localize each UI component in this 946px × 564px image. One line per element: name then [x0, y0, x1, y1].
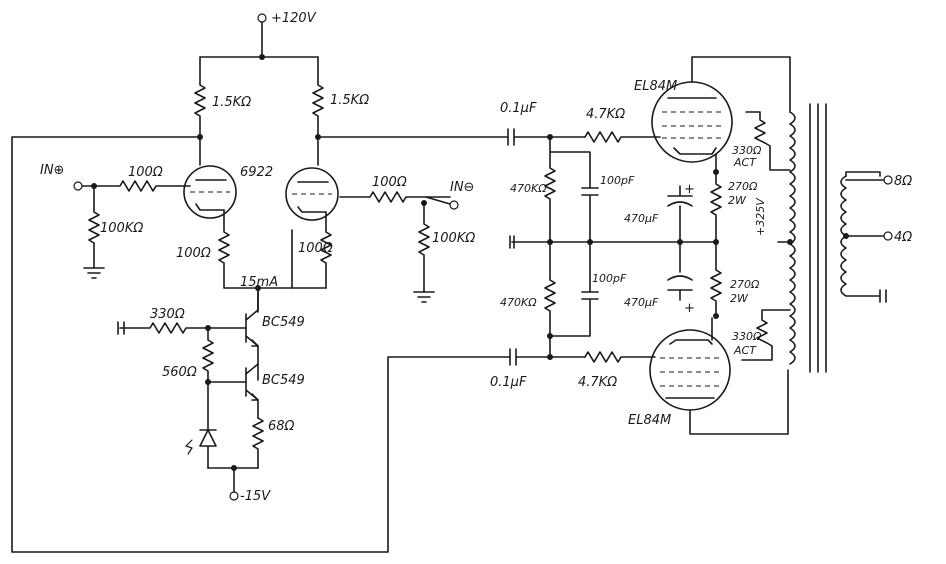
- cathode-res-bottom-label: 270Ω: [730, 278, 760, 291]
- tube-el84-top: [651, 56, 791, 175]
- cathode-res-top-watt: 2W: [728, 194, 747, 207]
- tube-el84-top-label: EL84M: [634, 79, 677, 94]
- plate-resistor-right-label: 1.5KΩ: [330, 93, 369, 108]
- b-plus-label: +325V: [754, 197, 767, 236]
- grid-stopper-left-label: 100Ω: [128, 165, 163, 180]
- output-tap-4-label: 4Ω: [894, 230, 912, 245]
- grid-stopper-top: 4.7KΩ: [584, 107, 661, 143]
- output-tap-4: 4Ω: [883, 230, 912, 245]
- tube-6922-label: 6922: [240, 165, 273, 180]
- grid-leak-bottom: 470KΩ: [500, 241, 556, 357]
- plate-resistor-left: 1.5KΩ: [194, 56, 251, 166]
- grid-leak-bottom-label: 470KΩ: [500, 296, 537, 309]
- q1-emitter-arrow: [251, 339, 259, 347]
- grid-stopper-right-label: 100Ω: [372, 175, 407, 190]
- coupling-cap-bottom-label: 0.1μF: [490, 375, 527, 390]
- cathode-res-top: 270Ω 2W: [710, 171, 758, 243]
- cap-100pf-top-label: 100pF: [600, 174, 635, 187]
- cathode-cap-bottom-label: 470μF: [624, 296, 659, 309]
- cathode-resistor-right: 100Ω: [291, 211, 333, 289]
- feedback-loop-wire: [11, 134, 511, 553]
- cap-100pf-bottom: 100pF: [549, 241, 627, 337]
- cathode-resistor-left: 100Ω: [176, 209, 293, 289]
- current-source: 330Ω BC549 560Ω BC549 68Ω -15V: [117, 287, 305, 504]
- q2-emitter-arrow: [251, 393, 259, 401]
- cathode-cap-top: + 470μF: [624, 182, 695, 243]
- tube-6922-right: [285, 167, 339, 221]
- coupling-cap-top: 0.1μF: [500, 101, 586, 146]
- cap-100pf-top: 100pF: [581, 174, 635, 243]
- supply-positive: +120V: [199, 11, 319, 60]
- cathode-res-top-label: 270Ω: [728, 180, 758, 193]
- input-plus: IN⊕ 100Ω 100KΩ: [40, 163, 191, 279]
- q2-label: BC549: [262, 373, 305, 388]
- supply-negative-label: -15V: [240, 489, 271, 504]
- supply-positive-label: +120V: [271, 11, 317, 26]
- emitter-resistor-label: 68Ω: [268, 419, 295, 434]
- ul-res-bottom-note: ACT: [733, 344, 757, 357]
- ground-symbol-mid: [509, 235, 515, 249]
- cap-100pf-bottom-label: 100pF: [592, 272, 627, 285]
- cathode-res-bottom-watt: 2W: [730, 292, 749, 305]
- grid-stopper-bottom-label: 4.7KΩ: [578, 375, 617, 390]
- coupling-cap-top-label: 0.1μF: [500, 101, 537, 116]
- ul-res-bottom-label: 330Ω: [732, 330, 762, 343]
- input-minus: IN⊖ 100Ω 100KΩ: [339, 175, 475, 303]
- cathode-resistor-left-label: 100Ω: [176, 246, 211, 261]
- plate-resistor-right: 1.5KΩ: [312, 56, 369, 166]
- input-plus-label: IN⊕: [40, 163, 64, 178]
- cathode-cap-bottom-polarity: +: [684, 301, 695, 316]
- tail-current-label: 15mA: [240, 275, 278, 290]
- bias-resistor-label: 560Ω: [162, 365, 197, 380]
- ul-res-bottom: 330Ω ACT: [732, 309, 791, 361]
- grid-leak-right-label: 100KΩ: [432, 231, 475, 246]
- output-transformer: [777, 103, 887, 373]
- coupling-cap-bottom: 0.1μF: [490, 348, 586, 390]
- output-tap-8: 8Ω: [845, 174, 912, 189]
- base-resistor-label: 330Ω: [150, 307, 185, 322]
- ul-res-top-note: ACT: [733, 156, 757, 169]
- cathode-resistor-right-label: 100Ω: [298, 241, 333, 256]
- ul-res-top-label: 330Ω: [732, 144, 762, 157]
- plate-resistor-left-label: 1.5KΩ: [212, 95, 251, 110]
- q1-label: BC549: [262, 315, 305, 330]
- grid-stopper-bottom: 4.7KΩ: [578, 351, 656, 390]
- grid-stopper-top-label: 4.7KΩ: [586, 107, 625, 122]
- input-minus-label: IN⊖: [450, 180, 474, 195]
- ul-res-top: 330Ω ACT: [732, 111, 791, 171]
- cathode-res-bottom: 270Ω 2W: [710, 241, 760, 317]
- grid-leak-top-label: 470KΩ: [510, 182, 547, 195]
- cathode-cap-top-label: 470μF: [624, 212, 659, 225]
- cathode-cap-bottom: + 470μF: [624, 241, 695, 316]
- grid-leak-top: 470KΩ: [510, 151, 556, 243]
- grid-leak-left-label: 100KΩ: [100, 221, 143, 236]
- tube-el84-bottom-label: EL84M: [628, 413, 671, 428]
- cathode-cap-top-polarity: +: [684, 182, 695, 197]
- output-tap-8-label: 8Ω: [894, 174, 912, 189]
- tube-6922-left: [183, 165, 237, 219]
